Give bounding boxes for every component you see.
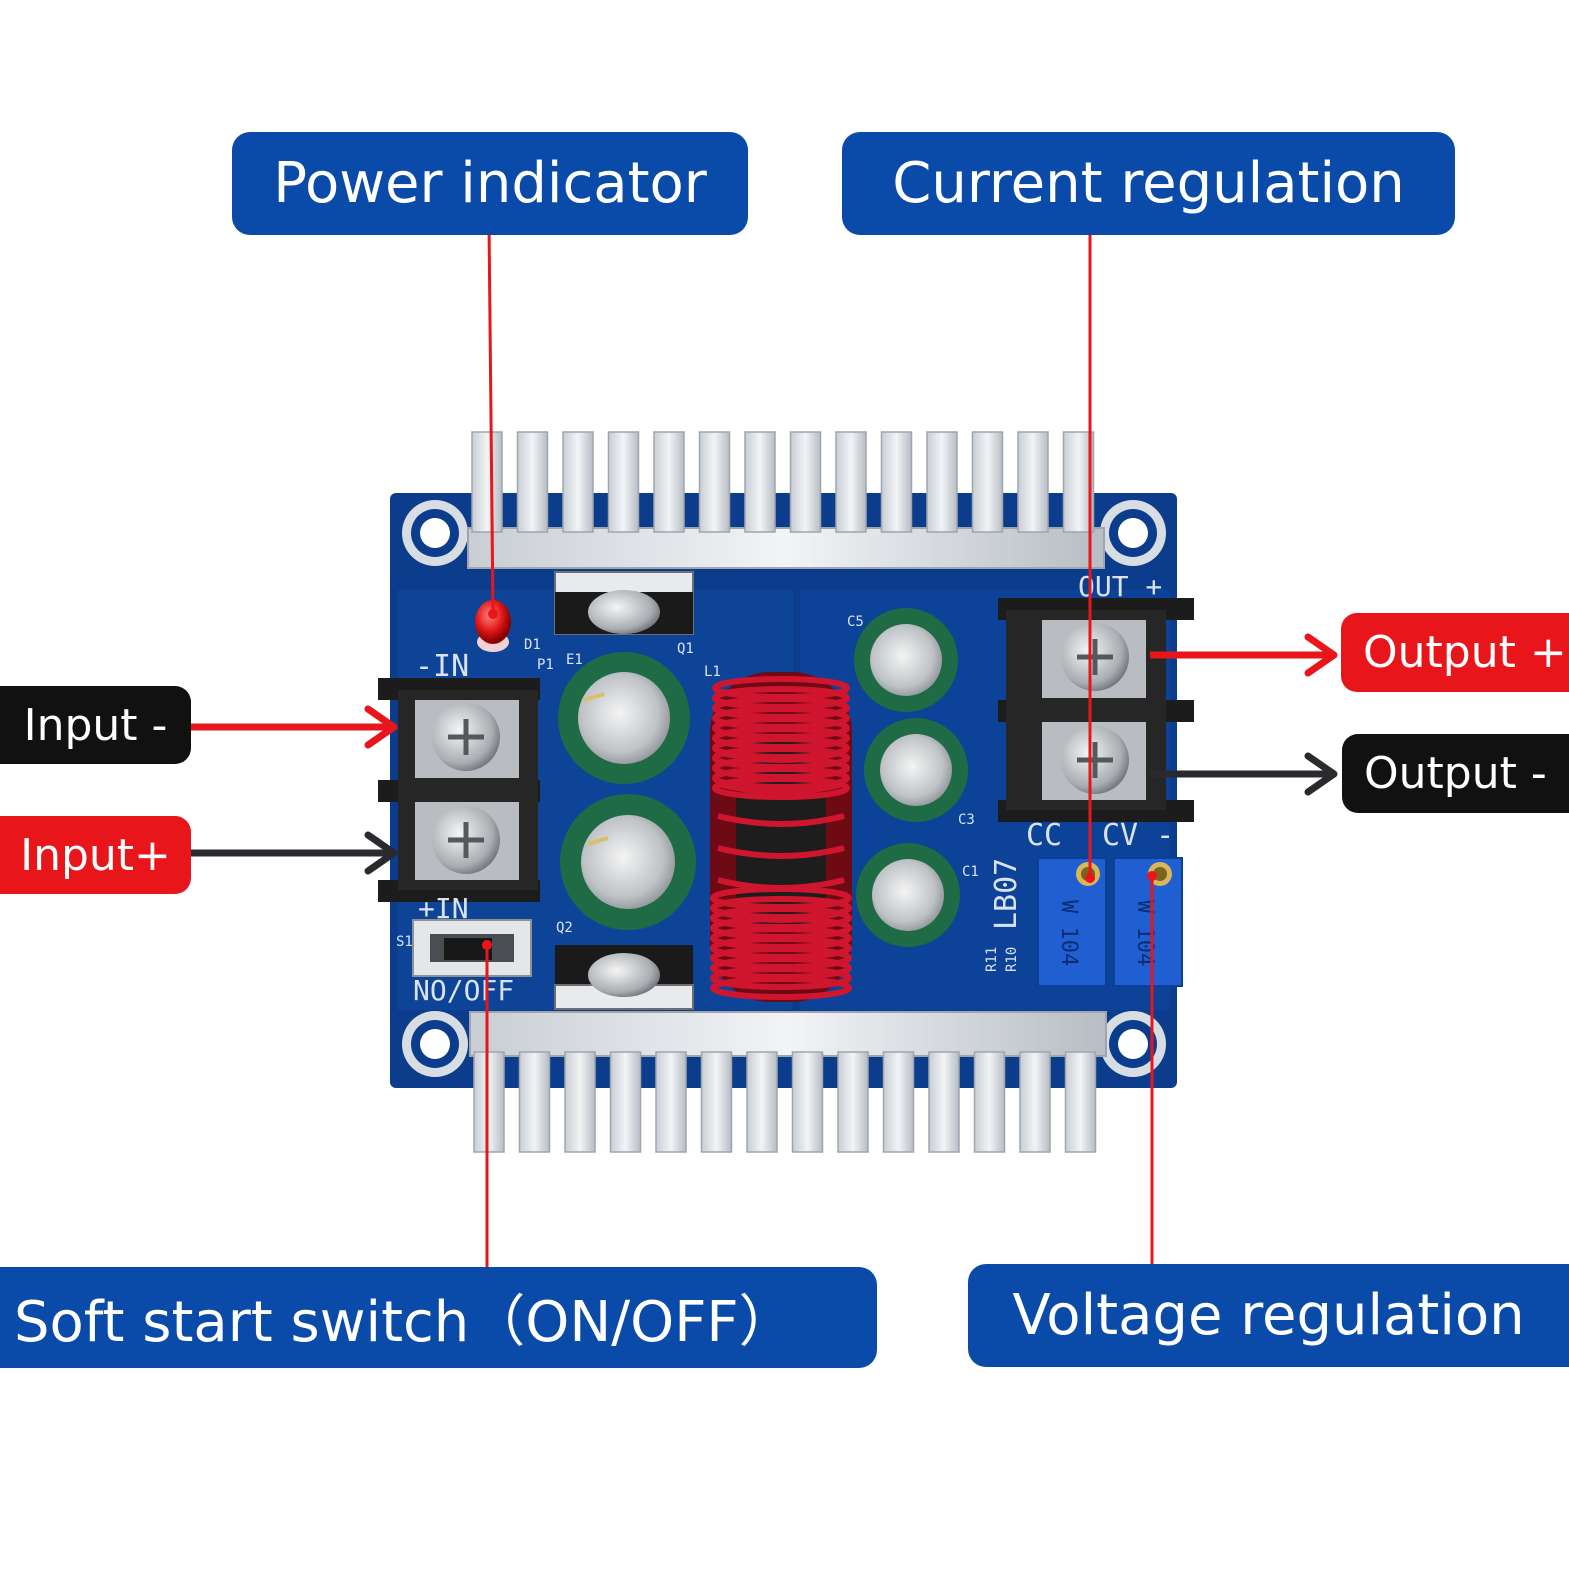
coil-turn	[712, 766, 850, 790]
power-led	[475, 600, 511, 652]
silk-in-minus: -IN	[415, 649, 469, 684]
heatsink-fin	[835, 431, 867, 533]
leader-voltage-regulation	[1147, 871, 1157, 1274]
heatsink-fin	[609, 1051, 642, 1153]
heatsink-fin	[1017, 431, 1049, 533]
silk-e1: E1	[566, 652, 583, 668]
silk-board-id: LB07	[989, 858, 1024, 930]
arrow-output-plus	[1150, 633, 1338, 677]
silk-c1: C1	[962, 864, 979, 880]
mounting-hole	[402, 500, 468, 566]
leader-power-indicator	[487, 223, 498, 619]
heatsink-fin	[698, 431, 731, 533]
heatsink-fin	[607, 431, 640, 533]
input-terminal-block	[378, 678, 540, 902]
input-plus-label: Input+	[0, 816, 191, 894]
capacitor-c1	[856, 843, 960, 947]
trimpot-cc-marking: W 104	[1056, 900, 1081, 966]
heatsink-fin	[564, 1051, 596, 1153]
mounting-hole	[1100, 1011, 1166, 1077]
silk-q2: Q2	[556, 920, 573, 936]
heatsink-fin	[928, 1051, 960, 1153]
heatsink-fin	[473, 1051, 505, 1153]
output-minus-label: Output -	[1342, 734, 1569, 813]
trimpot-cv[interactable]	[1113, 857, 1183, 987]
heatsink-fin	[518, 1051, 551, 1153]
coil-turn	[712, 776, 850, 800]
heatsink-fin	[973, 1051, 1006, 1153]
heatsink-fin	[516, 431, 549, 533]
coil-turn	[717, 781, 845, 795]
heatsink-fin	[1064, 1051, 1097, 1153]
heatsink-fin	[746, 1051, 778, 1153]
silk-cc: CC	[1026, 818, 1062, 853]
heatsink-fin	[926, 431, 958, 533]
heatsink-fin	[789, 431, 822, 533]
silk-d1: D1	[524, 637, 541, 653]
leader-current-regulation	[1085, 233, 1095, 883]
silk-q1: Q1	[677, 641, 694, 657]
silk-c3: C3	[958, 812, 975, 828]
current-regulation-label: Current regulation	[842, 132, 1455, 235]
silk-r10: R10	[1004, 947, 1020, 972]
coil-turn	[710, 976, 852, 1000]
silk-cv: CV -	[1102, 818, 1174, 853]
input-minus-label: Input -	[0, 686, 191, 764]
heatsink-fin	[471, 431, 503, 533]
heatsink-bottom	[469, 1011, 1107, 1153]
mounting-hole	[402, 1011, 468, 1077]
heatsink-fin	[971, 431, 1004, 533]
silk-out-plus: OUT +	[1078, 570, 1162, 603]
heatsink-fin	[744, 431, 776, 533]
soft-start-switch[interactable]	[412, 919, 532, 977]
silk-switch-label: NO/OFF	[413, 974, 514, 1007]
heatsink-top	[467, 431, 1105, 569]
silk-l1: L1	[704, 664, 721, 680]
arrow-input-plus	[191, 831, 398, 875]
heatsink-fin	[562, 431, 594, 533]
coil-turn	[717, 813, 845, 827]
silk-p1: P1	[537, 657, 554, 673]
silk-s1: S1	[396, 934, 413, 950]
heatsink-fin	[700, 1051, 733, 1153]
heatsink-fin	[653, 431, 685, 533]
heatsink-fin	[882, 1051, 915, 1153]
power-indicator-label: Power indicator	[232, 132, 748, 235]
inductor-l1	[710, 672, 852, 1002]
arrow-output-minus	[1150, 752, 1338, 796]
voltage-regulation-label: Voltage regulation	[968, 1264, 1569, 1367]
capacitor-c5	[854, 608, 958, 712]
coil-turn	[717, 845, 845, 859]
capacitor-e1	[558, 652, 690, 784]
capacitor-e2	[560, 794, 696, 930]
capacitor-c3	[864, 718, 968, 822]
heatsink-fin	[880, 431, 913, 533]
coil-turn	[710, 966, 852, 990]
coil-turn	[717, 749, 845, 763]
mounting-hole	[1100, 500, 1166, 566]
heatsink-fin	[837, 1051, 869, 1153]
heatsink-fin	[655, 1051, 687, 1153]
output-plus-label: Output +	[1341, 613, 1569, 692]
heatsink-fin	[791, 1051, 824, 1153]
output-terminal-block	[998, 598, 1194, 822]
mosfet-q2	[554, 945, 694, 1010]
silk-c5: C5	[847, 614, 864, 630]
soft-start-switch-label: Soft start switch（ON/OFF）	[0, 1267, 877, 1368]
silk-r11: R11	[984, 947, 1000, 972]
leader-soft-start-switch	[482, 940, 492, 1275]
heatsink-fin	[1019, 1051, 1051, 1153]
arrow-input-minus	[191, 705, 398, 749]
silk-in-plus: +IN	[418, 892, 469, 925]
mosfet-q1	[554, 571, 694, 635]
